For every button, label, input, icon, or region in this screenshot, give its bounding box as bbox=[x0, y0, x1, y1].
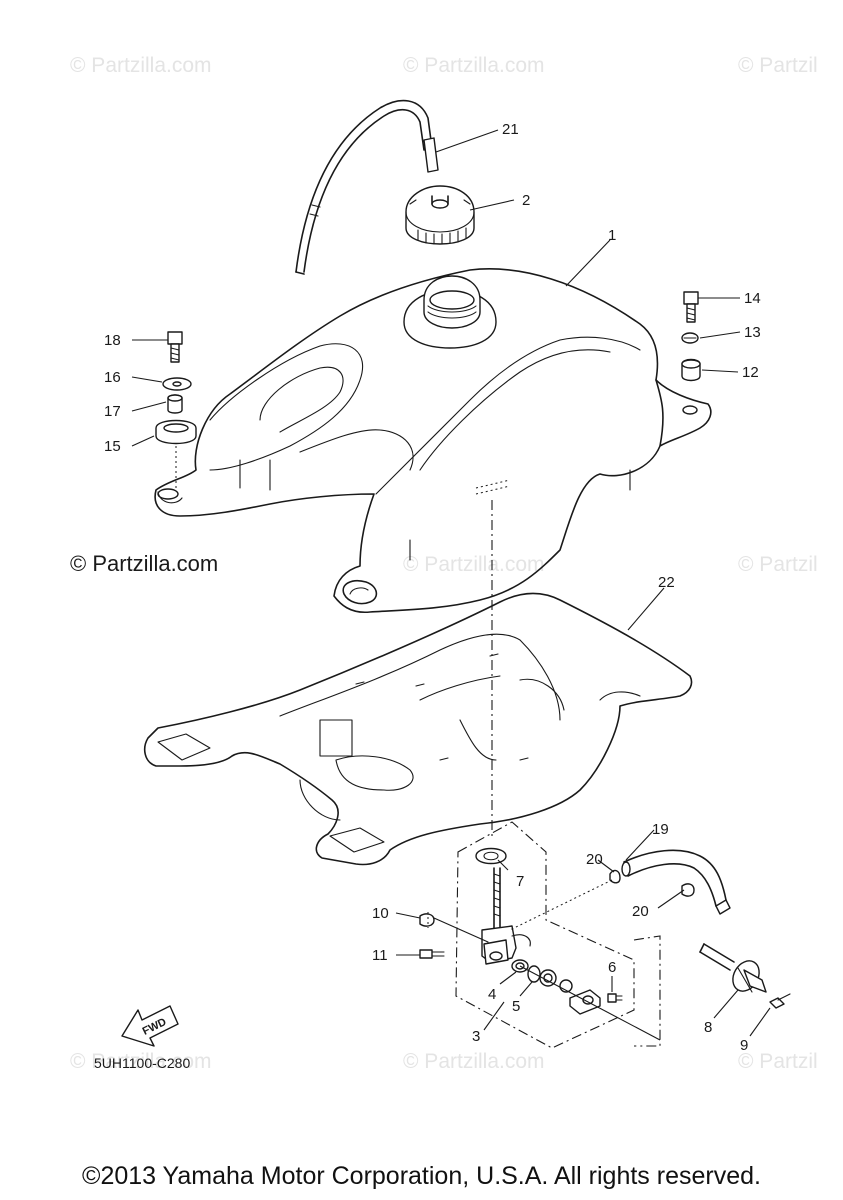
callout-19: 19 bbox=[652, 821, 669, 838]
tank-cover bbox=[143, 592, 693, 866]
callout-11: 11 bbox=[372, 947, 388, 964]
callout-8: 8 bbox=[704, 1019, 712, 1036]
callout-7: 7 bbox=[516, 873, 524, 890]
petcock-body bbox=[481, 867, 531, 965]
callout-18: 18 bbox=[104, 332, 121, 349]
watermark-left-middle: © Partzilla.com bbox=[70, 551, 218, 576]
fuel-tank bbox=[154, 268, 712, 614]
callout-10: 10 bbox=[372, 905, 389, 922]
petcock-gasket bbox=[475, 847, 507, 865]
right-mount-hardware bbox=[681, 291, 701, 382]
watermark-bottom-center: © Partzilla.com bbox=[403, 1050, 545, 1073]
watermark-middle-right: © Partzil bbox=[738, 553, 818, 576]
petcock-clip-and-screw bbox=[419, 912, 489, 959]
fuel-cap bbox=[405, 185, 475, 245]
watermark-bottom-left: © Partzilla.com bbox=[70, 1050, 212, 1073]
callout-2: 2 bbox=[522, 192, 530, 209]
breather-hose bbox=[295, 99, 439, 275]
callout-20-upper: 20 bbox=[586, 851, 603, 868]
callout-15: 15 bbox=[104, 438, 121, 455]
callout-17: 17 bbox=[104, 403, 121, 420]
callout-20-lower: 20 bbox=[632, 903, 649, 920]
watermark-top-right: © Partzil bbox=[738, 54, 818, 77]
callout-14: 14 bbox=[744, 290, 761, 307]
callout-12: 12 bbox=[742, 364, 759, 381]
callout-22: 22 bbox=[658, 574, 675, 591]
petcock-internal-parts bbox=[511, 959, 661, 1041]
callout-1: 1 bbox=[608, 227, 616, 244]
watermark-top-center: © Partzilla.com bbox=[403, 54, 545, 77]
callout-4: 4 bbox=[488, 986, 496, 1003]
callout-3: 3 bbox=[472, 1028, 480, 1045]
callout-13: 13 bbox=[744, 324, 761, 341]
fuel-hose bbox=[509, 849, 731, 931]
diagram-code: 5UH1100-C280 bbox=[94, 1055, 190, 1071]
callout-21: 21 bbox=[502, 121, 519, 138]
callout-16: 16 bbox=[104, 369, 121, 386]
leader-lines bbox=[131, 129, 771, 1037]
petcock-assembly-box bbox=[455, 821, 635, 1049]
watermark-middle-center: © Partzilla.com bbox=[403, 553, 545, 576]
copyright-footer: ©2013 Yamaha Motor Corporation, U.S.A. A… bbox=[82, 1162, 761, 1190]
left-mount-hardware bbox=[155, 331, 197, 490]
callout-5: 5 bbox=[512, 998, 520, 1015]
watermark-bottom-right: © Partzil bbox=[738, 1050, 818, 1073]
callout-9: 9 bbox=[740, 1037, 748, 1054]
callout-labels: 21 2 1 14 13 12 18 16 17 15 22 19 20 20 … bbox=[104, 121, 761, 1054]
watermark-top-left: © Partzilla.com bbox=[70, 54, 212, 77]
petcock-lever bbox=[633, 935, 791, 1047]
fwd-arrow-icon: FWD bbox=[121, 1005, 179, 1047]
callout-6: 6 bbox=[608, 959, 616, 976]
watermarks: © Partzilla.com © Partzilla.com © Partzi… bbox=[70, 54, 818, 1073]
